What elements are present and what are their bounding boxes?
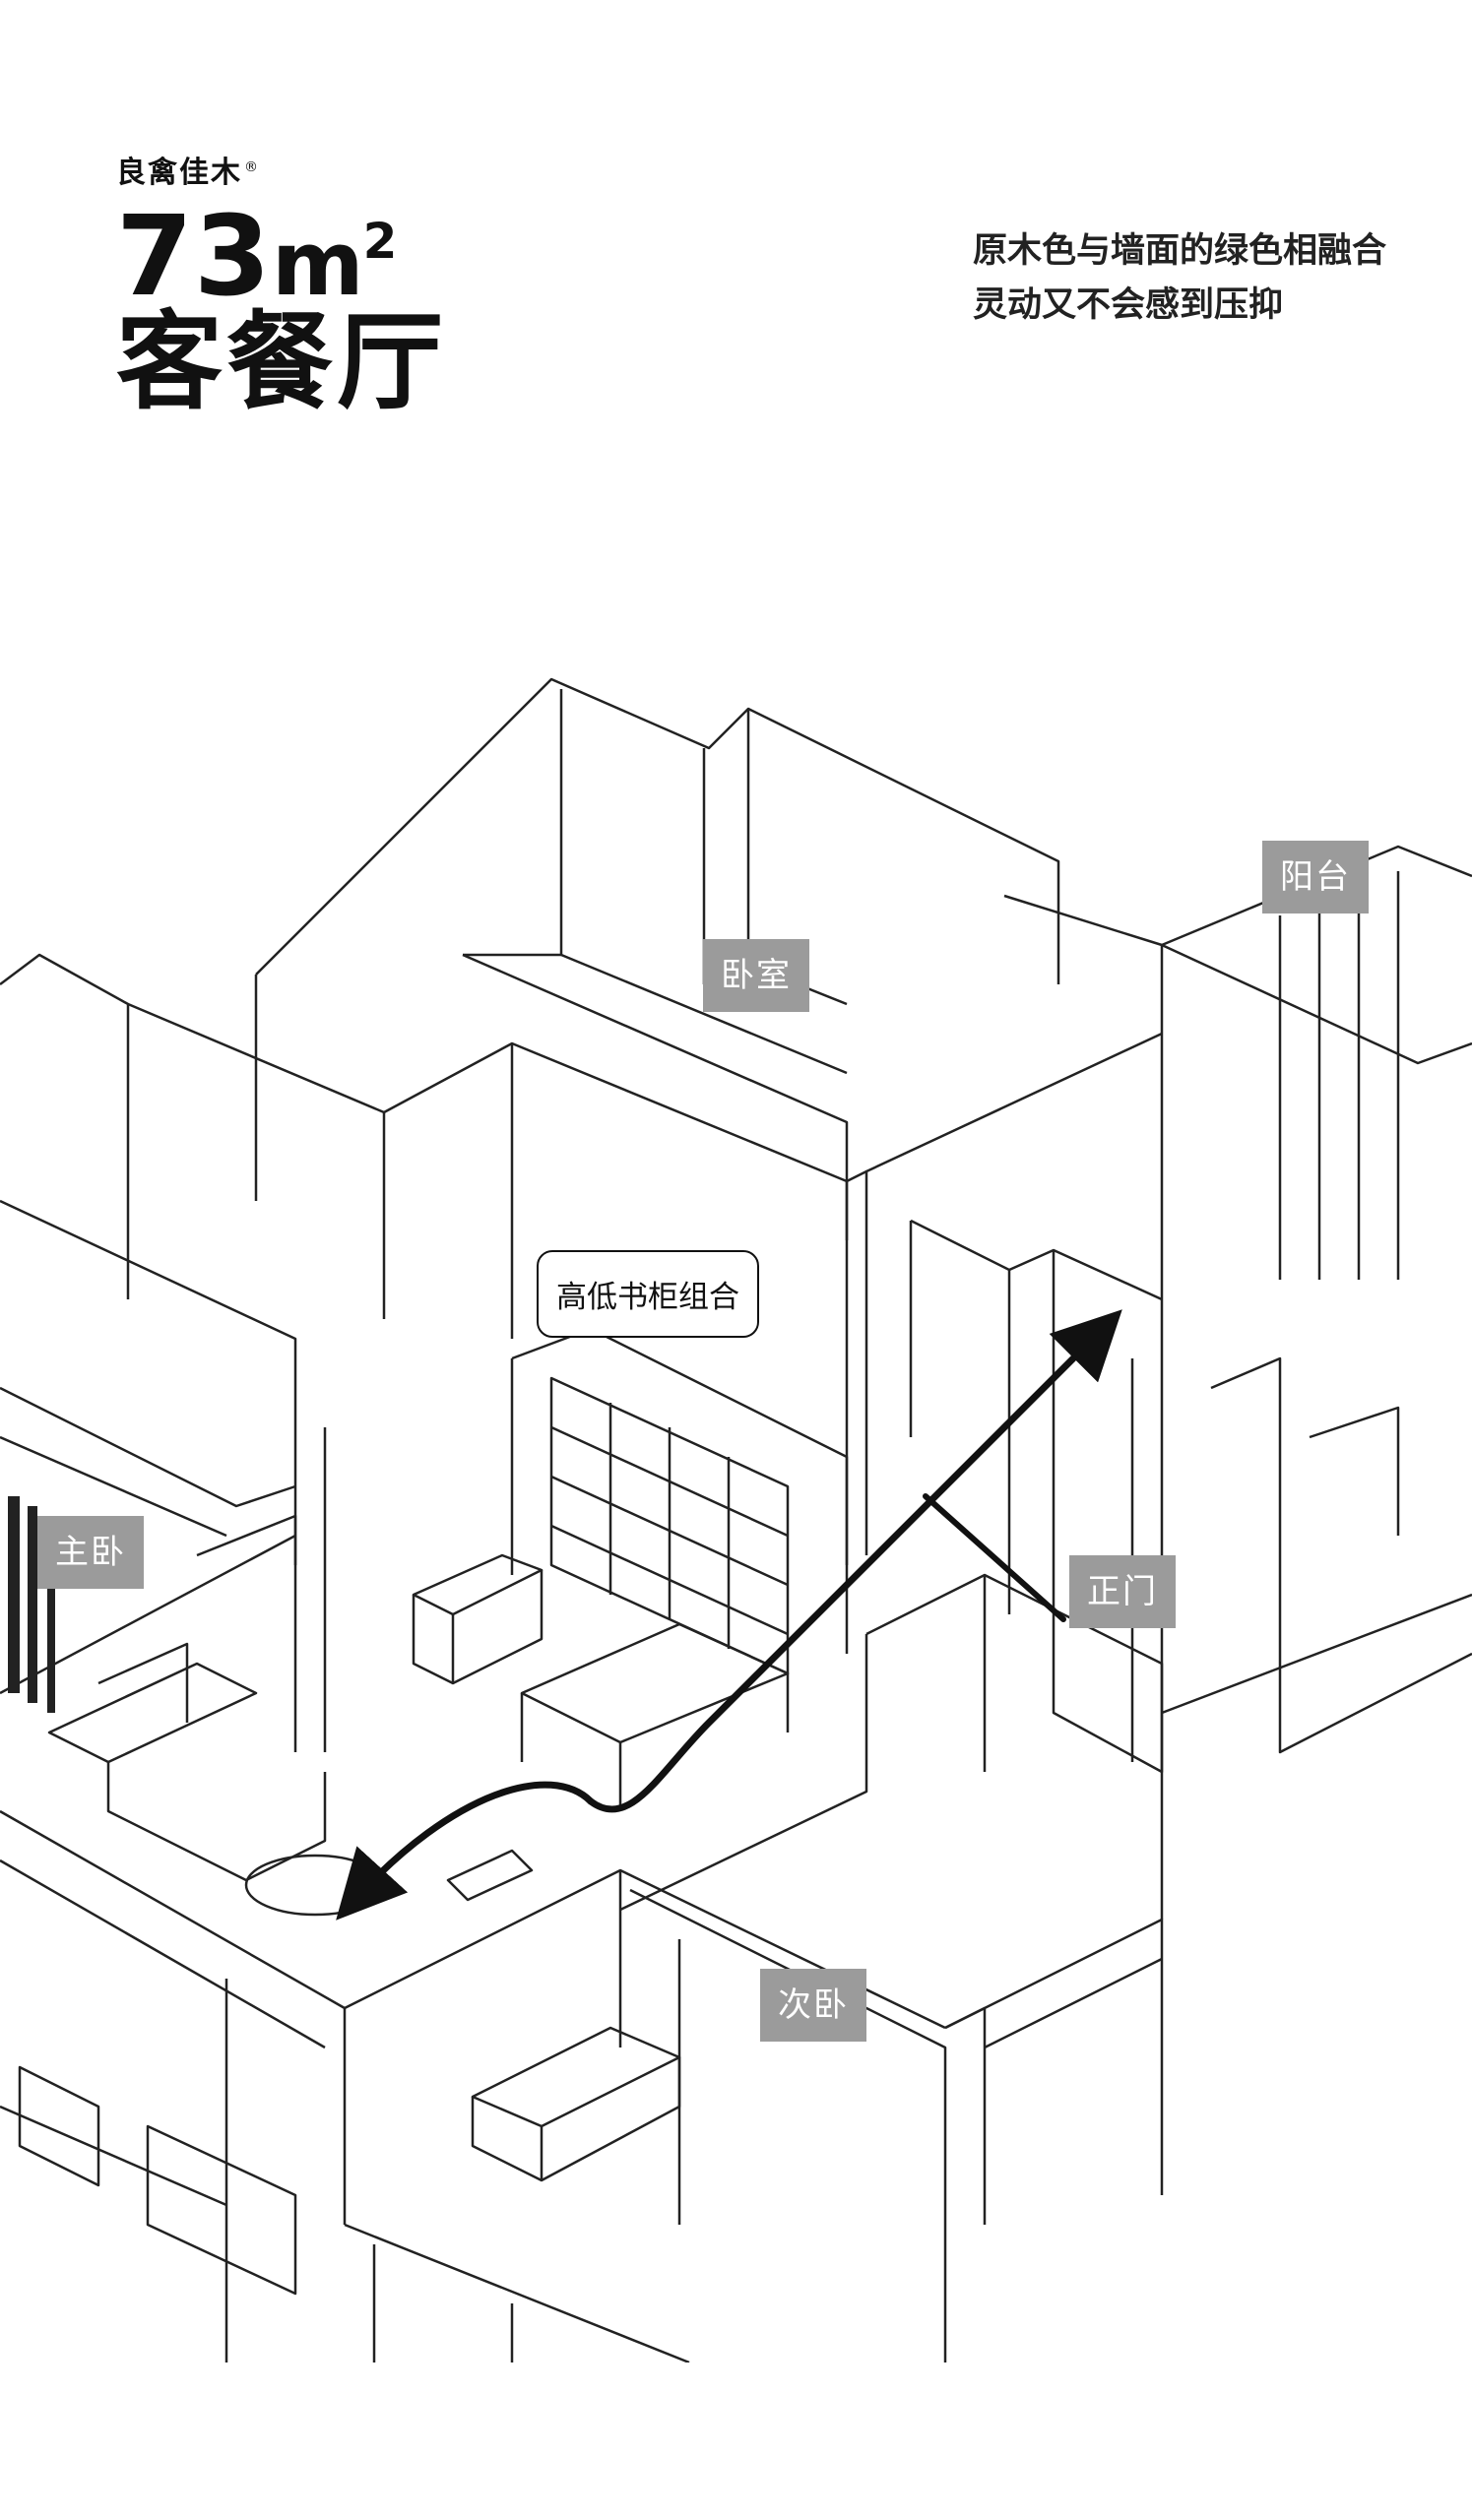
room-title: 客餐厅 bbox=[116, 301, 448, 424]
area-heading: 73m2 bbox=[116, 202, 398, 312]
label-main-entrance: 正门 bbox=[1069, 1555, 1176, 1628]
entrance-pointer-line bbox=[923, 1493, 1066, 1622]
description-line-1: 原木色与墙面的绿色相融合 bbox=[973, 231, 1387, 271]
window-panes bbox=[8, 1496, 55, 1713]
isometric-floor-plan bbox=[0, 677, 1472, 2362]
wall-lines bbox=[0, 677, 1472, 2362]
label-master-bedroom: 主卧 bbox=[37, 1516, 144, 1589]
area-unit-superscript: 2 bbox=[362, 213, 399, 270]
brand-logo: 良禽佳木® bbox=[116, 148, 260, 191]
label-bookcase-combination: 高低书柜组合 bbox=[537, 1250, 759, 1338]
registered-mark: ® bbox=[244, 159, 260, 175]
label-bedroom: 卧室 bbox=[703, 939, 809, 1012]
area-unit: m2 bbox=[272, 213, 399, 316]
brand-name: 良禽佳木 bbox=[116, 156, 242, 190]
description: 原木色与墙面的绿色相融合 灵动又不会感到压抑 bbox=[973, 224, 1386, 333]
area-number: 73 bbox=[116, 193, 272, 321]
label-balcony: 阳台 bbox=[1262, 841, 1369, 914]
circulation-arrow-to-kitchen bbox=[587, 1309, 1122, 1813]
label-second-bedroom: 次卧 bbox=[760, 1969, 866, 2042]
area-unit-base: m bbox=[271, 213, 365, 316]
description-line-2: 灵动又不会感到压抑 bbox=[973, 285, 1284, 325]
circulation-arrow-to-living bbox=[336, 1781, 595, 1921]
